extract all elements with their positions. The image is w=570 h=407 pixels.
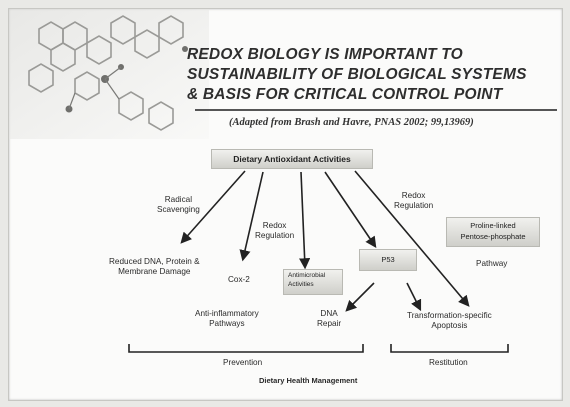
top-node-dietary-antioxidant: Dietary Antioxidant Activities [211,149,373,169]
arrow-to-cox2 [239,171,264,262]
label-redox-regulation-left: Redox Regulation [255,221,295,240]
node-p53: P53 [359,249,417,271]
node-transformation-apoptosis: Transformation-specific Apoptosis [407,311,492,330]
prevention-bracket [128,344,364,353]
citation: (Adapted from Brash and Havre, PNAS 2002… [229,117,474,128]
title-line-3: & BASIS FOR CRITICAL CONTROL POINT [187,86,503,103]
node-proline-linked-pathway: Proline-linked Pentose-phosphate [446,217,540,247]
group-restitution: Restitution [429,358,468,367]
label-redox-regulation-right: Redox Regulation [394,191,434,210]
arrow-p53-to-dna-repair [345,282,375,312]
slide-title: REDOX BIOLOGY IS IMPORTANT TO SUSTAINABI… [187,45,559,105]
label-radical-scavenging: Radical Scavenging [157,195,200,214]
molecule-graphic [9,9,209,139]
arrow-to-apoptosis [354,170,470,307]
slide: REDOX BIOLOGY IS IMPORTANT TO SUSTAINABI… [8,8,563,401]
arrow-p53-to-apoptosis [406,282,422,312]
title-line-2: SUSTAINABILITY OF BIOLOGICAL SYSTEMS [187,66,527,83]
group-prevention: Prevention [223,358,263,367]
restitution-bracket [390,344,509,353]
node-dna-repair: DNA Repair [317,309,342,328]
group-dietary-health-management: Dietary Health Management [259,376,358,385]
node-reduced-damage: Reduced DNA, Protein & Membrane Damage [109,257,200,276]
title-underline [195,109,557,111]
node-pathway: Pathway [476,259,508,268]
arrow-to-p53 [324,171,377,248]
title-line-1: REDOX BIOLOGY IS IMPORTANT TO [187,46,463,63]
arrow-to-reduced-damage [180,170,246,244]
arrow-to-antimicrobial [299,171,311,270]
diagram-arrows [128,170,509,353]
node-antimicrobial: Antimicrobial Activities [283,269,343,295]
node-anti-inflammatory: Anti-inflammatory Pathways [195,309,259,328]
node-cox2: Cox-2 [228,275,250,284]
